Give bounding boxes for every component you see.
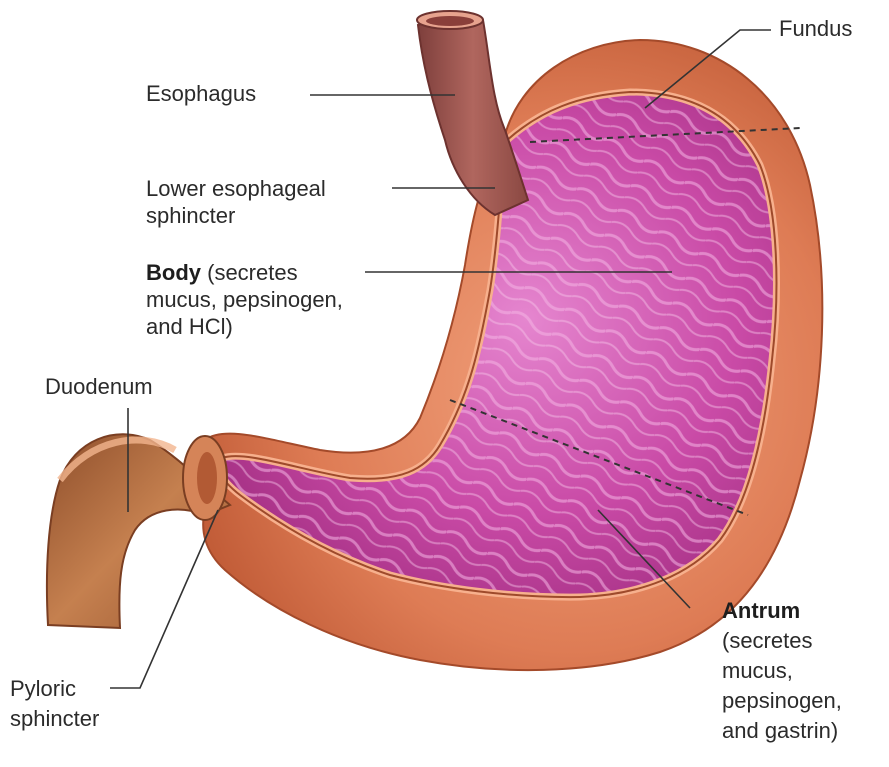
label-lower-esophageal-sphincter: Lower esophageal sphincter bbox=[146, 175, 326, 229]
label-duodenum: Duodenum bbox=[45, 373, 153, 400]
antrum-line-4: and gastrin) bbox=[722, 716, 842, 746]
body-secretes: (secretes bbox=[201, 260, 298, 285]
pyloric-opening bbox=[197, 452, 217, 504]
label-fundus: Fundus bbox=[779, 15, 852, 42]
label-esophagus: Esophagus bbox=[146, 80, 256, 107]
label-pyloric-sphincter: Pyloric sphincter bbox=[10, 674, 99, 734]
esophagus-lumen bbox=[426, 16, 474, 26]
body-line-1: Body (secretes bbox=[146, 259, 343, 286]
label-body: Body (secretes mucus, pepsinogen, and HC… bbox=[146, 259, 343, 340]
les-line-1: Lower esophageal bbox=[146, 175, 326, 202]
antrum-line-2: mucus, bbox=[722, 656, 842, 686]
pyloric-line-1: Pyloric bbox=[10, 674, 99, 704]
body-line-2: mucus, pepsinogen, bbox=[146, 286, 343, 313]
body-line-3: and HCl) bbox=[146, 313, 343, 340]
antrum-line-1: (secretes bbox=[722, 626, 842, 656]
antrum-line-3: pepsinogen, bbox=[722, 686, 842, 716]
pyloric-line-2: sphincter bbox=[10, 704, 99, 734]
label-antrum: Antrum (secretes mucus, pepsinogen, and … bbox=[722, 596, 842, 746]
body-title: Body bbox=[146, 260, 201, 285]
antrum-title: Antrum bbox=[722, 596, 842, 626]
les-line-2: sphincter bbox=[146, 202, 326, 229]
